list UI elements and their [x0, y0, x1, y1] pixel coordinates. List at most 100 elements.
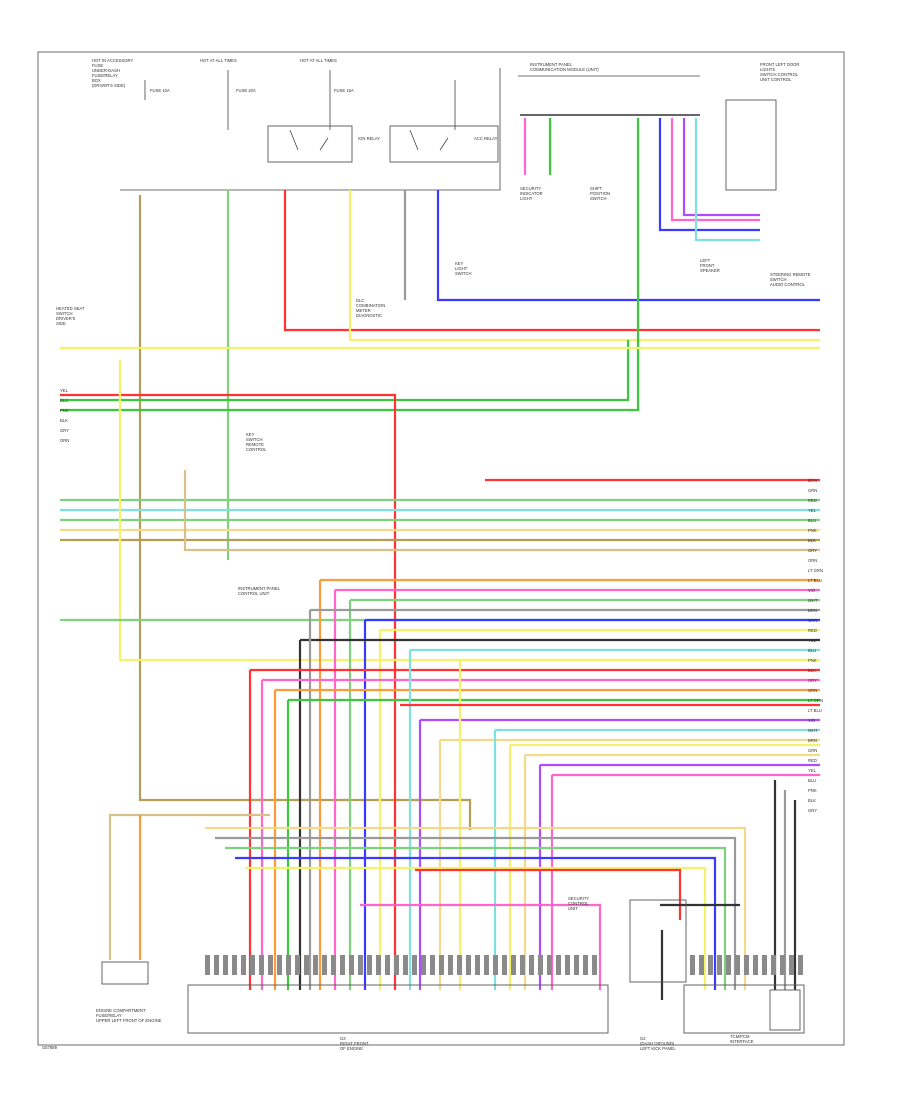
- connector-pin: [789, 955, 794, 975]
- wire-tag: BLU: [808, 778, 816, 783]
- connector-pin: [547, 955, 552, 975]
- wire-tag: YEL: [60, 388, 69, 393]
- wire-tag: ORN: [60, 438, 69, 443]
- wire-bundle-9: [273, 688, 820, 990]
- connector-pin: [780, 955, 785, 975]
- connector-pin: [457, 955, 462, 975]
- wire-tag: RED: [808, 758, 817, 763]
- connector-pin: [430, 955, 435, 975]
- wire-blue-lower: [235, 856, 717, 990]
- ground-right-label: G2(DASH GROUND)LEFT KICK PANEL: [640, 1036, 676, 1051]
- connector-pin: [286, 955, 291, 975]
- connector-pin: [466, 955, 471, 975]
- connector-pin: [475, 955, 480, 975]
- wire-tag: PNK: [808, 788, 817, 793]
- wire-tag: WHT: [808, 598, 818, 603]
- wire-tag: VIO: [808, 588, 816, 593]
- wire-tag: YEL: [808, 508, 817, 513]
- connector-pin: [376, 955, 381, 975]
- wire-red-top: [283, 190, 820, 332]
- connector-pin: [241, 955, 246, 975]
- connector-pin: [556, 955, 561, 975]
- wire-green-2: [60, 340, 630, 402]
- wire-tag: PNK: [808, 658, 817, 663]
- wire-bundle: BRN GRN RED YEL BLU PNK BLK GRY ORN LT GRN LT BLU V…: [60, 118, 823, 1000]
- diagram-frame: [37, 51, 845, 1046]
- wire-lt-blue-conn: [694, 118, 760, 242]
- connector-pin: [403, 955, 408, 975]
- wire-tag: BRN: [808, 608, 817, 613]
- wire-blue-top: [436, 190, 820, 302]
- connector-pin: [295, 955, 300, 975]
- relay-left-label: IGN RELAY: [358, 136, 380, 141]
- connector-pin: [690, 955, 695, 975]
- wire-tag: VIO: [808, 718, 816, 723]
- wire-green-long: [60, 118, 640, 412]
- wire-tag: ORN: [808, 688, 817, 693]
- connector-pin: [421, 955, 426, 975]
- wire-bundle-7: [248, 668, 820, 990]
- connector-pin: [592, 955, 597, 975]
- wire-bundle-2: [348, 598, 820, 990]
- wire-tag: ORN: [808, 558, 817, 563]
- fuse-label-2: FUSE 20A: [236, 88, 256, 93]
- wire-tag: GRN: [808, 748, 817, 753]
- connector-pin: [412, 955, 417, 975]
- connector-pin: [502, 955, 507, 975]
- wire-tag: RED: [808, 628, 817, 633]
- wire-tag: GRY: [808, 548, 817, 553]
- wire-tag: LT GRN: [808, 698, 823, 703]
- wire-bundle-15: [493, 728, 820, 990]
- connector-pin: [583, 955, 588, 975]
- connector-pin: [753, 955, 758, 975]
- wire-tag: LT GRN: [808, 568, 823, 573]
- connector-pin: [367, 955, 372, 975]
- wire-tag: PNK: [60, 408, 69, 413]
- wire-tan-lower: [108, 813, 270, 960]
- wire-tag: GRN: [808, 488, 817, 493]
- wire-tag: YEL: [808, 768, 817, 773]
- wire-pink-conn2: [670, 118, 760, 222]
- connector-pin: [385, 955, 390, 975]
- wire-tag: LT BLU: [808, 708, 822, 713]
- connector-pin: [268, 955, 273, 975]
- connector-pin: [744, 955, 749, 975]
- connector-pin: [771, 955, 776, 975]
- connector-pin: [232, 955, 237, 975]
- relay-right-label: ACC RELAY: [474, 136, 498, 141]
- wire-bundle-0: [318, 578, 820, 990]
- connector-pin: [699, 955, 704, 975]
- wire-bundle-8: [260, 678, 820, 990]
- wire-yellow-lower: [245, 866, 707, 990]
- wire-violet-conn: [682, 118, 760, 217]
- wire-red-lower: [415, 868, 682, 920]
- wire-tag: BLK: [808, 668, 816, 673]
- connector-pin: [214, 955, 219, 975]
- wire-yellow-top: [348, 190, 820, 342]
- connector-pin: [529, 955, 534, 975]
- wire-tag: YEL: [808, 638, 817, 643]
- connector-pin: [304, 955, 309, 975]
- connector-pin: [331, 955, 336, 975]
- connector-pin: [735, 955, 740, 975]
- wire-bundle-3: [363, 618, 820, 990]
- wire-bundle-1: [333, 588, 820, 990]
- wire-tag: WHT: [808, 728, 818, 733]
- wire-bundle-17: [523, 753, 820, 990]
- connector-pin: [448, 955, 453, 975]
- connector-pin: [340, 955, 345, 975]
- fuse-box-right-label: HOT AT ALL TIMES: [300, 58, 337, 63]
- wire-bundle-5: [298, 638, 820, 990]
- wire-bundle-12: [418, 718, 820, 990]
- wire-bundle-10: [286, 698, 820, 990]
- connector-pin: [205, 955, 210, 975]
